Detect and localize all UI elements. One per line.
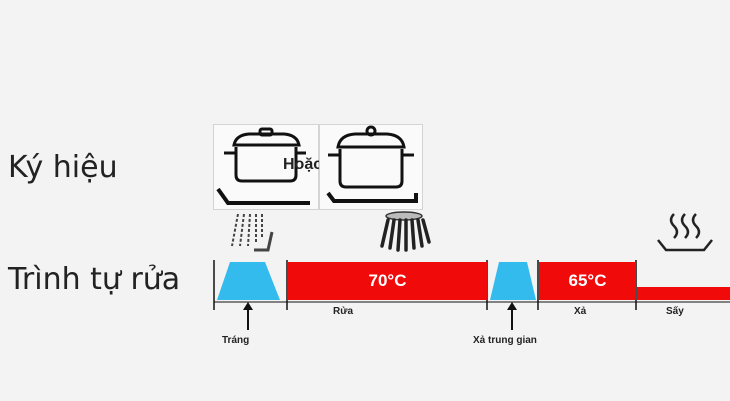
final-rinse-phase-bar bbox=[539, 262, 636, 300]
final-rinse-label: Xả bbox=[574, 306, 587, 317]
spray-lines-icon bbox=[224, 212, 276, 259]
dry-label: Sấy bbox=[666, 306, 684, 317]
intermediate-rinse-label: Xả trung gian bbox=[473, 335, 537, 346]
symbol-box-2 bbox=[319, 124, 423, 210]
pot-with-spray-icon bbox=[214, 127, 318, 213]
pot-icon bbox=[320, 125, 422, 213]
sequence-row-label: Trình tự rửa bbox=[8, 262, 181, 297]
symbol-row-label: Ký hiệu bbox=[8, 150, 118, 185]
symbol-box-1 bbox=[213, 124, 319, 210]
wash-label: Rửa bbox=[333, 306, 354, 317]
rinse-phase-shape bbox=[217, 262, 280, 300]
wash-phase-bar bbox=[288, 262, 487, 300]
or-label: Hoặc bbox=[283, 156, 323, 173]
final-rinse-temperature: 65°C bbox=[568, 271, 607, 290]
intermediate-rinse-arrow bbox=[507, 302, 517, 330]
spray-brush-icon bbox=[374, 210, 434, 259]
rinse-arrow bbox=[243, 302, 253, 330]
intermediate-rinse-shape bbox=[490, 262, 536, 300]
wash-temperature: 70°C bbox=[368, 271, 407, 290]
steam-dish-icon bbox=[654, 210, 716, 261]
rinse-label: Tráng bbox=[222, 335, 250, 346]
dry-phase-bar bbox=[637, 287, 730, 300]
